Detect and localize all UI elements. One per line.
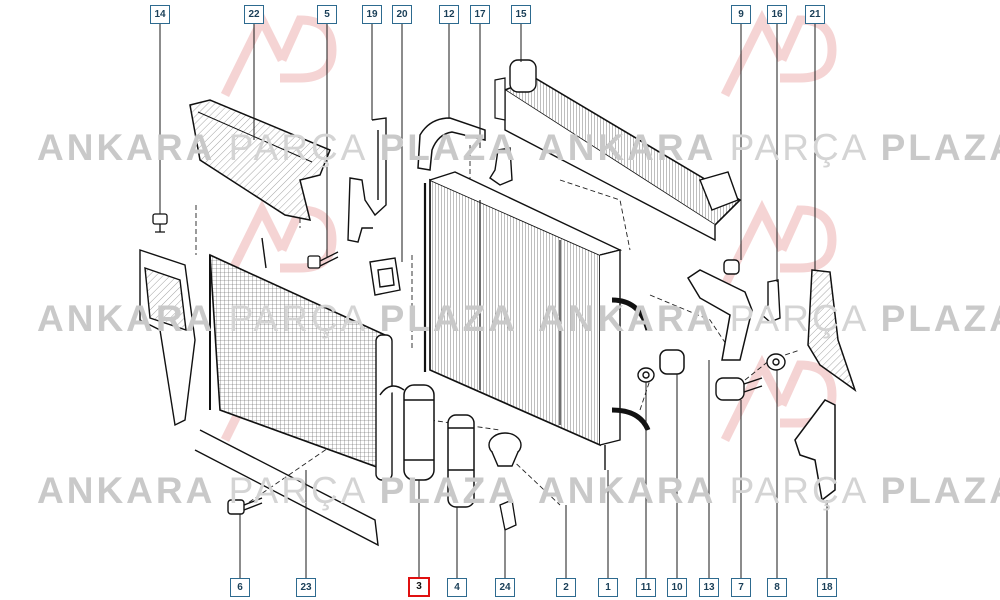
part-11-ring: [637, 367, 655, 383]
callout-15[interactable]: 15: [511, 5, 531, 24]
part-3-receiver-drier: [379, 384, 435, 481]
part-4-cylinder: [447, 414, 475, 508]
part-20-clip: [369, 257, 401, 296]
callout-13[interactable]: 13: [699, 578, 719, 597]
watermark-word-1: ANKARA: [37, 470, 216, 511]
part-16-bracket: [761, 279, 781, 323]
watermark-row-3b: ANKARA PARÇA PLAZA: [538, 470, 1000, 512]
watermark-word-2: PARÇA: [228, 470, 367, 511]
watermark-word-1: ANKARA: [37, 127, 216, 168]
callout-18[interactable]: 18: [817, 578, 837, 597]
watermark-row-2: ANKARA PARÇA PLAZA: [37, 298, 518, 340]
watermark-row-3: ANKARA PARÇA PLAZA: [37, 470, 518, 512]
watermark-word-3: PLAZA: [880, 470, 1000, 511]
callout-10[interactable]: 10: [667, 578, 687, 597]
callout-4[interactable]: 4: [447, 578, 467, 597]
part-5-bolt: [307, 251, 339, 269]
callout-17[interactable]: 17: [470, 5, 490, 24]
watermark-word-3: PLAZA: [379, 127, 518, 168]
part-12-hose: [417, 117, 486, 171]
watermark-word-3: PLAZA: [379, 470, 518, 511]
callout-1[interactable]: 1: [598, 578, 618, 597]
watermark-word-1: ANKARA: [538, 298, 717, 339]
watermark-row-1: ANKARA PARÇA PLAZA: [37, 127, 518, 169]
callout-5[interactable]: 5: [317, 5, 337, 24]
callout-22[interactable]: 22: [244, 5, 264, 24]
callout-24[interactable]: 24: [495, 578, 515, 597]
watermark-row-1b: ANKARA PARÇA PLAZA: [538, 127, 1000, 169]
part-21-deflector: [807, 269, 857, 392]
part-19-bracket: [347, 117, 387, 243]
part-8-washer: [766, 353, 786, 371]
watermark-word-3: PLAZA: [379, 298, 518, 339]
part-9-nut: [723, 259, 740, 275]
watermark-word-2: PARÇA: [228, 127, 367, 168]
callout-8[interactable]: 8: [767, 578, 787, 597]
dashed-guides: [195, 145, 801, 506]
part-1-radiator: [423, 171, 651, 470]
part-24-clip: [499, 499, 517, 531]
callout-6[interactable]: 6: [230, 578, 250, 597]
callout-12[interactable]: 12: [439, 5, 459, 24]
watermark-word-2: PARÇA: [729, 127, 868, 168]
callout-23[interactable]: 23: [296, 578, 316, 597]
part-6-bolt: [227, 497, 263, 515]
callout-14[interactable]: 14: [150, 5, 170, 24]
callout-leaders: [159, 23, 828, 578]
watermark-word-1: ANKARA: [538, 127, 717, 168]
part-side-cover: [139, 249, 196, 427]
part-14-bolt: [152, 213, 168, 233]
part-7-sensor: [715, 377, 763, 401]
watermark-word-2: PARÇA: [729, 298, 868, 339]
watermark-word-3: PLAZA: [880, 298, 1000, 339]
part-15-intercooler: [494, 59, 742, 242]
callout-16[interactable]: 16: [767, 5, 787, 24]
part-22-deflector: [189, 99, 331, 221]
watermark-word-2: PARÇA: [729, 470, 868, 511]
callout-7[interactable]: 7: [731, 578, 751, 597]
watermark-word-2: PARÇA: [228, 298, 367, 339]
callout-21[interactable]: 21: [805, 5, 825, 24]
callout-3-highlighted[interactable]: 3: [408, 577, 430, 597]
callout-2[interactable]: 2: [556, 578, 576, 597]
part-17-clip: [489, 147, 513, 186]
callout-20[interactable]: 20: [392, 5, 412, 24]
part-10-plug: [659, 349, 685, 375]
part-18-bracket: [794, 399, 836, 502]
callout-11[interactable]: 11: [636, 578, 656, 597]
callout-9[interactable]: 9: [731, 5, 751, 24]
part-2-cap: [488, 432, 522, 467]
part-13-hose: [686, 269, 753, 361]
callout-19[interactable]: 19: [362, 5, 382, 24]
watermark-row-2b: ANKARA PARÇA PLAZA: [538, 298, 1000, 340]
watermark-word-1: ANKARA: [538, 470, 717, 511]
watermark-word-1: ANKARA: [37, 298, 216, 339]
part-23-condenser: [194, 237, 393, 547]
watermark-word-3: PLAZA: [880, 127, 1000, 168]
